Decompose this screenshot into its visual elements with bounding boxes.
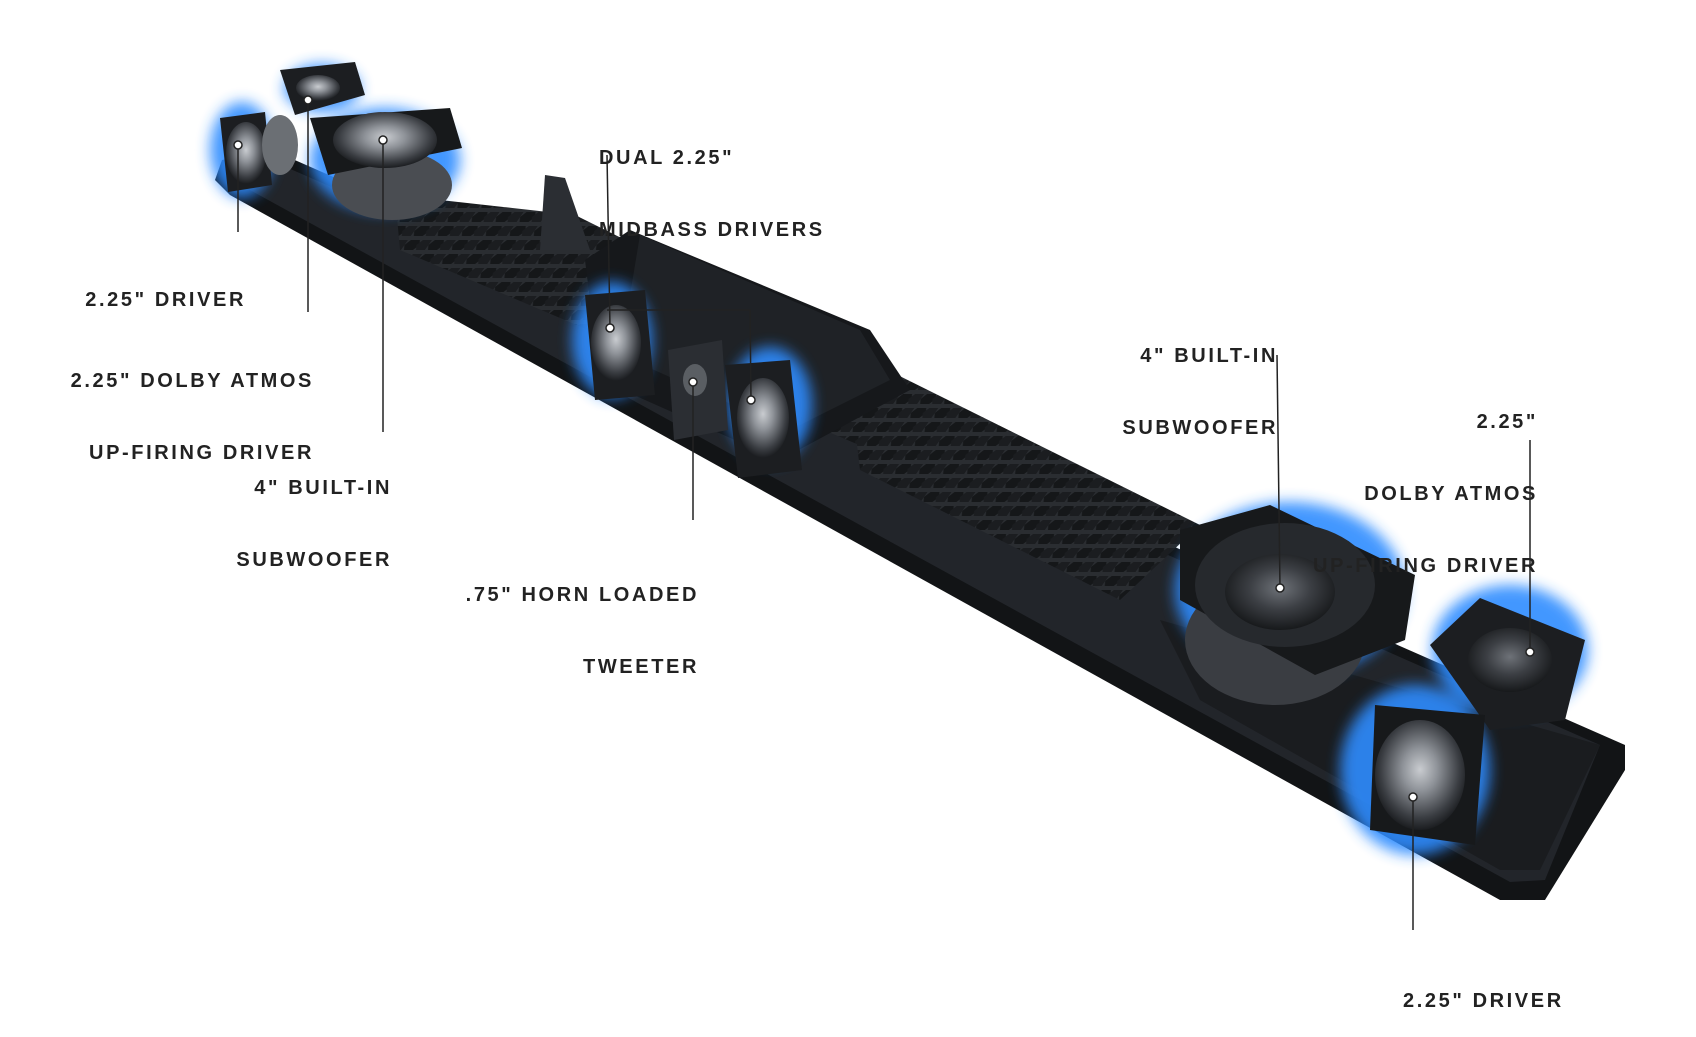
horn-tweeter [668, 340, 728, 440]
right-driver [1370, 705, 1485, 845]
right-atmos-driver [1430, 598, 1585, 730]
label-right-subwoofer: 4" BUILT-IN SUBWOOFER [1122, 345, 1278, 439]
left-atmos-driver [280, 62, 365, 115]
leader-lines [237, 100, 1531, 930]
label-midbass-drivers: DUAL 2.25" MIDBASS DRIVERS [599, 147, 825, 241]
midbass-driver-left [585, 290, 655, 400]
right-subwoofer [1180, 505, 1415, 705]
midbass-driver-right [725, 360, 802, 478]
left-driver [220, 112, 298, 192]
leader-dots [233, 95, 1535, 802]
label-left-driver: 2.25" DRIVER [85, 289, 246, 311]
label-left-atmos-driver: 2.25" DOLBY ATMOS UP-FIRING DRIVER [70, 370, 314, 464]
label-right-driver: 2.25" DRIVER [1403, 990, 1564, 1012]
label-left-subwoofer: 4" BUILT-IN SUBWOOFER [236, 477, 392, 571]
label-right-atmos-driver: 2.25" DOLBY ATMOS UP-FIRING DRIVER [1313, 411, 1538, 577]
label-horn-tweeter: .75" HORN LOADED TWEETER [465, 584, 699, 678]
